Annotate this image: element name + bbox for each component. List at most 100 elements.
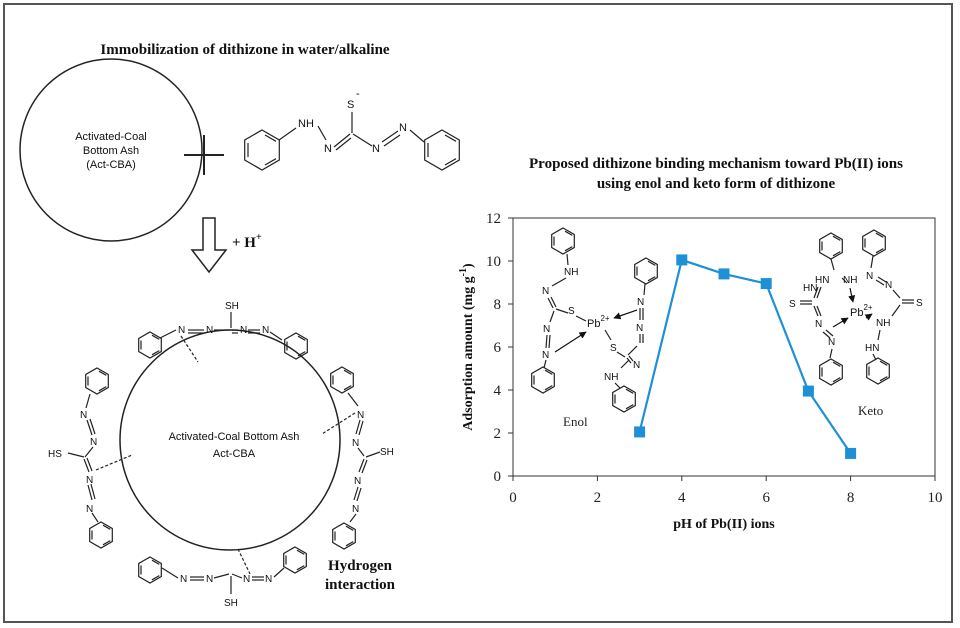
svg-text:HN: HN bbox=[803, 283, 817, 294]
dithizone-top: N N SH N N bbox=[138, 301, 308, 363]
act-cba-circle bbox=[19, 58, 203, 242]
y-tick-label: 2 bbox=[494, 426, 502, 442]
circle2-line-2: Act-CBA bbox=[213, 448, 256, 460]
data-point-marker bbox=[718, 268, 730, 280]
x-tick-label: 2 bbox=[594, 490, 602, 506]
svg-text:N: N bbox=[815, 319, 822, 330]
svg-text:N: N bbox=[542, 350, 549, 361]
dithizone-left: N N HS N N bbox=[48, 367, 133, 549]
svg-text:HS: HS bbox=[48, 449, 62, 460]
y-tick-label: 8 bbox=[494, 297, 502, 313]
x-tick-label: 10 bbox=[928, 490, 943, 506]
svg-text:N: N bbox=[633, 360, 640, 371]
svg-text:N: N bbox=[90, 437, 97, 448]
x-tick-label: 6 bbox=[762, 490, 770, 506]
svg-text:N: N bbox=[637, 297, 644, 308]
svg-text:NH: NH bbox=[843, 275, 857, 286]
svg-text:N: N bbox=[80, 410, 87, 421]
svg-text:N: N bbox=[828, 337, 835, 348]
x-axis-label: pH of Pb(II) ions bbox=[673, 517, 775, 532]
svg-text:NH: NH bbox=[564, 267, 578, 278]
data-point-marker bbox=[676, 254, 688, 266]
hydrogen-line-2: interaction bbox=[325, 577, 396, 593]
atom-n: N bbox=[372, 143, 380, 155]
svg-text:SH: SH bbox=[380, 447, 394, 458]
y-tick-label: 6 bbox=[494, 340, 502, 356]
y-axis: 0 2 4 6 8 10 12 bbox=[486, 211, 513, 485]
svg-text:N: N bbox=[178, 325, 185, 336]
data-point-marker bbox=[634, 426, 646, 438]
data-point-marker bbox=[802, 385, 814, 397]
x-axis: 0 2 4 6 8 10 bbox=[509, 476, 943, 506]
arrow-label: + H+ bbox=[232, 232, 262, 251]
svg-text:N: N bbox=[542, 286, 549, 297]
svg-text:SH: SH bbox=[225, 301, 239, 312]
svg-text:N: N bbox=[206, 574, 213, 585]
y-tick-label: 10 bbox=[486, 254, 501, 270]
svg-text:N: N bbox=[180, 574, 187, 585]
y-tick-label: 12 bbox=[486, 211, 501, 227]
svg-text:N: N bbox=[636, 323, 643, 334]
svg-text:N: N bbox=[357, 410, 364, 421]
x-tick-label: 4 bbox=[678, 490, 686, 506]
right-title-line-1: Proposed dithizone binding mechanism tow… bbox=[529, 156, 903, 172]
x-tick-label: 0 bbox=[509, 490, 517, 506]
pb-ion-enol: Pb2+ bbox=[587, 314, 610, 330]
svg-text:N: N bbox=[86, 504, 93, 515]
reagent-s-label: S bbox=[347, 99, 354, 111]
svg-text:N: N bbox=[352, 504, 359, 515]
phenyl-ring-icon bbox=[424, 129, 460, 171]
atom-n: N bbox=[399, 122, 407, 134]
svg-text:N: N bbox=[240, 325, 247, 336]
svg-text:N: N bbox=[243, 574, 250, 585]
reagent-minus-label: - bbox=[356, 88, 360, 100]
x-tick-label: 8 bbox=[847, 490, 855, 506]
figure-frame bbox=[3, 3, 953, 623]
atom-n: N bbox=[324, 143, 332, 155]
svg-text:N: N bbox=[265, 574, 272, 585]
atom-nh: NH bbox=[298, 118, 314, 130]
svg-text:S: S bbox=[568, 306, 575, 317]
circle1-line-3: (Act-CBA) bbox=[86, 159, 136, 171]
enol-structure: NH N S N N Pb2+ S N N N NH bbox=[531, 227, 658, 429]
y-tick-label: 4 bbox=[494, 383, 502, 399]
svg-text:N: N bbox=[262, 325, 269, 336]
svg-text:HN: HN bbox=[815, 275, 829, 286]
svg-text:S: S bbox=[916, 298, 923, 309]
svg-text:SH: SH bbox=[224, 598, 238, 609]
circle1-line-1: Activated-Coal bbox=[75, 131, 147, 143]
right-title-line-2: using enol and keto form of dithizone bbox=[597, 176, 836, 192]
data-point-marker bbox=[760, 278, 772, 290]
dithizone-bottom: N N SH N N bbox=[138, 546, 307, 609]
y-tick-label: 0 bbox=[494, 469, 502, 485]
svg-text:NH: NH bbox=[604, 372, 618, 383]
circle2-line-1: Activated-Coal Bottom Ash bbox=[169, 431, 300, 443]
y-axis-label: Adsorption amount (mg g-1) bbox=[458, 263, 476, 431]
keto-label: Keto bbox=[858, 403, 883, 418]
svg-text:N: N bbox=[352, 438, 359, 449]
svg-text:N: N bbox=[866, 271, 873, 282]
data-point-marker bbox=[845, 447, 857, 459]
svg-text:N: N bbox=[885, 280, 892, 291]
svg-text:S: S bbox=[610, 343, 617, 354]
circle1-line-2: Bottom Ash bbox=[83, 145, 139, 157]
left-panel-title: Immobilization of dithizone in water/alk… bbox=[100, 42, 390, 58]
adsorption-chart: 0 2 4 6 8 10 12 0 2 4 6 8 10 pH of Pb(II) ions Adso… bbox=[458, 211, 943, 532]
series-markers bbox=[634, 254, 857, 459]
svg-text:N: N bbox=[543, 324, 550, 335]
keto-structure: HN NH S HN N N Pb2+ N N S NH HN bbox=[789, 229, 923, 418]
svg-text:HN: HN bbox=[865, 343, 879, 354]
svg-text:N: N bbox=[86, 475, 93, 486]
series-line bbox=[638, 258, 852, 455]
svg-text:N: N bbox=[206, 325, 213, 336]
dithizone-molecule: NH N S - N N bbox=[244, 88, 460, 171]
down-arrow-icon bbox=[190, 217, 228, 274]
svg-text:NH: NH bbox=[876, 318, 890, 329]
pb-ion-keto: Pb2+ bbox=[850, 303, 873, 319]
plus-icon bbox=[184, 135, 224, 175]
phenyl-ring-icon bbox=[244, 129, 280, 171]
enol-label: Enol bbox=[563, 414, 588, 429]
svg-text:S: S bbox=[789, 299, 796, 310]
dithizone-right: N N SH N N bbox=[321, 366, 394, 550]
